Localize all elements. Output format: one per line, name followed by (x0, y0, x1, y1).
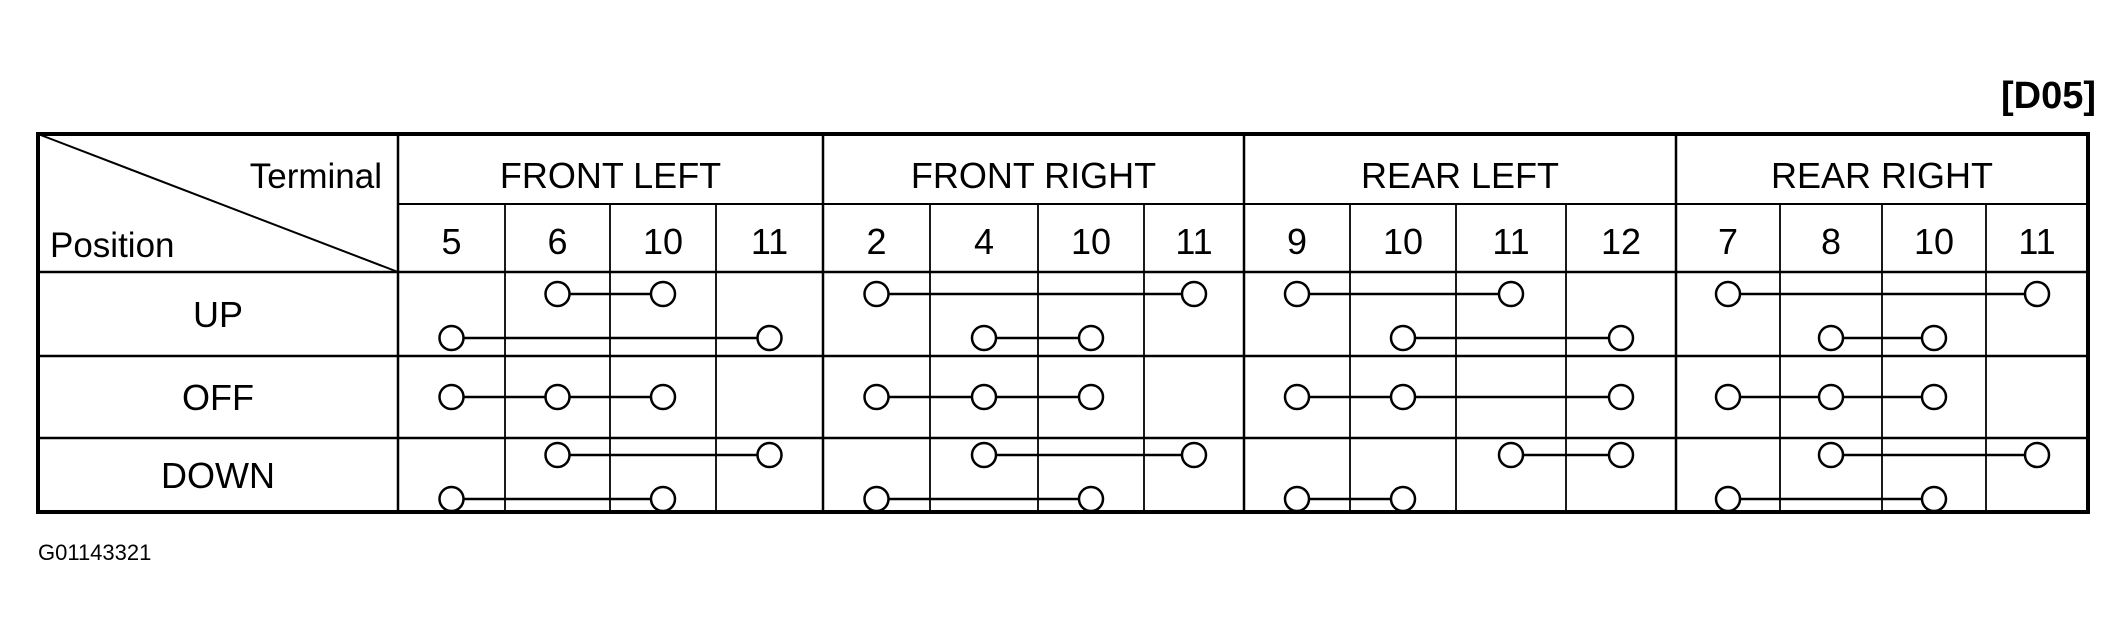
terminal-header-label: Terminal (250, 157, 382, 196)
terminal-number: 10 (1914, 221, 1954, 262)
group-name: FRONT LEFT (500, 155, 721, 196)
terminal-number: 2 (866, 221, 886, 262)
terminal-circle (1077, 383, 1105, 411)
terminal-circle (1920, 383, 1948, 411)
terminal-number: 10 (643, 221, 683, 262)
terminal-number: 12 (1601, 221, 1641, 262)
position-label: UP (193, 294, 243, 335)
group-name: REAR LEFT (1361, 155, 1559, 196)
terminal-number: 10 (1383, 221, 1423, 262)
table-frame (36, 132, 2090, 514)
header-diagonal (37, 133, 399, 273)
terminal-circle (649, 280, 677, 308)
position-header-label: Position (50, 226, 175, 265)
terminal-circle (438, 324, 465, 352)
continuity-marks (438, 280, 2051, 513)
table-grid (36, 132, 2090, 514)
terminal-number: 11 (1175, 221, 1212, 262)
terminal-circle (544, 383, 571, 411)
terminal-circle (1180, 280, 1208, 308)
terminal-circle (544, 441, 571, 469)
terminal-circle (1389, 383, 1417, 411)
terminal-circle (970, 324, 998, 352)
terminal-circle (1607, 383, 1635, 411)
position-label: OFF (182, 377, 254, 418)
terminal-circle (863, 280, 890, 308)
terminal-number: 6 (547, 221, 567, 262)
terminal-circle (1283, 280, 1311, 308)
terminal-circle (756, 441, 783, 469)
terminal-circle (1920, 485, 1948, 513)
terminal-circle (1389, 324, 1417, 352)
terminal-circle (970, 441, 998, 469)
terminal-number: 7 (1718, 221, 1738, 262)
terminal-number: 11 (1492, 221, 1529, 262)
terminal-circle (1077, 324, 1105, 352)
terminal-circle (2023, 441, 2051, 469)
terminal-circle (438, 485, 465, 513)
terminal-circle (1817, 383, 1845, 411)
terminal-number: 5 (441, 221, 461, 262)
terminal-circle (1817, 441, 1845, 469)
terminal-number: 11 (2018, 221, 2055, 262)
terminal-circle (1714, 280, 1742, 308)
terminal-circle (649, 485, 677, 513)
figure-id: [D05] (2001, 75, 2096, 117)
terminal-number: 10 (1071, 221, 1111, 262)
terminal-number: 11 (751, 221, 788, 262)
terminal-circle (863, 383, 890, 411)
terminal-circle (970, 383, 998, 411)
terminal-circle (1497, 441, 1525, 469)
table-labels: Terminal Position FRONT LEFT 5 6 10 11 FRONT … (50, 155, 2056, 496)
terminal-circle (756, 324, 783, 352)
terminal-circle (1714, 383, 1742, 411)
footer-code: G01143321 (38, 540, 151, 565)
terminal-number: 9 (1287, 221, 1307, 262)
terminal-circle (863, 485, 890, 513)
terminal-circle (1714, 485, 1742, 513)
terminal-circle (1497, 280, 1525, 308)
terminal-circle (2023, 280, 2051, 308)
terminal-number: 4 (974, 221, 994, 262)
terminal-circle (1077, 485, 1105, 513)
terminal-circle (1180, 441, 1208, 469)
terminal-circle (1283, 383, 1311, 411)
terminal-circle (1607, 441, 1635, 469)
terminal-circle (1283, 485, 1311, 513)
terminal-circle (1389, 485, 1417, 513)
terminal-number: 8 (1821, 221, 1841, 262)
terminal-circle (1817, 324, 1845, 352)
terminal-circle (1920, 324, 1948, 352)
terminal-circle (438, 383, 465, 411)
group-name: FRONT RIGHT (911, 155, 1156, 196)
terminal-circle (544, 280, 571, 308)
group-name: REAR RIGHT (1771, 155, 1993, 196)
terminal-circle (1607, 324, 1635, 352)
position-label: DOWN (161, 455, 275, 496)
terminal-circle (649, 383, 677, 411)
